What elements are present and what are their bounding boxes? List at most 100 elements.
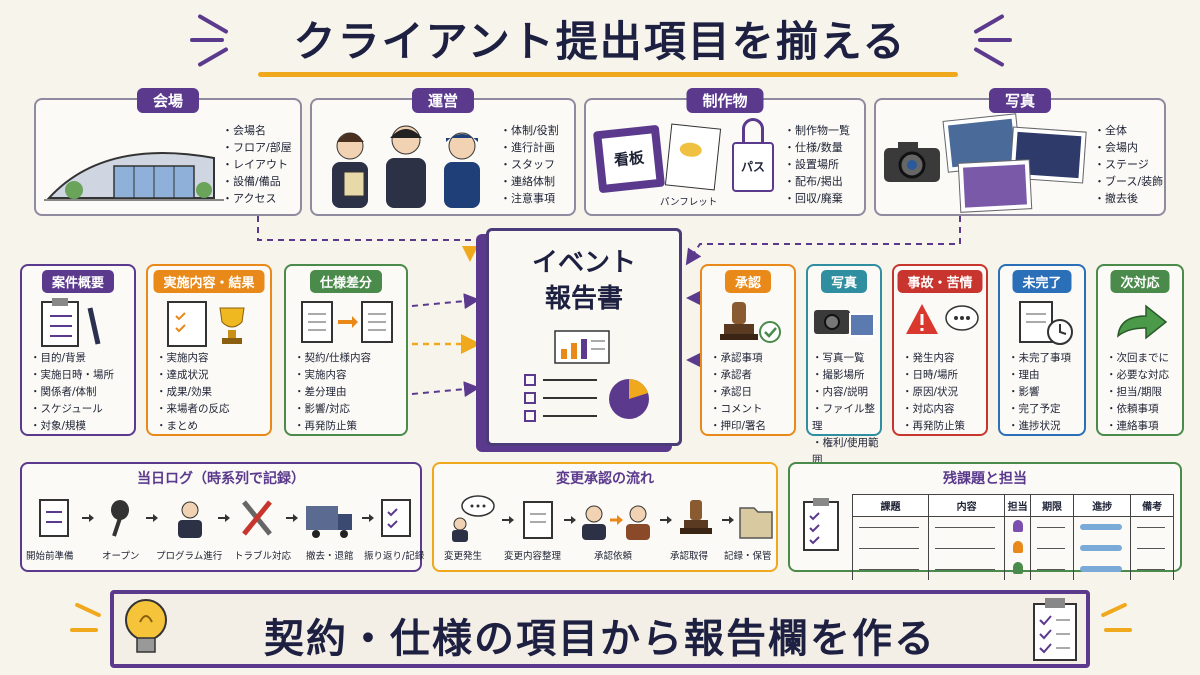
log-step: トラブル対応 — [234, 551, 292, 562]
pamphlet-label: パンフレット — [660, 197, 718, 208]
book-title-line1: イベント — [531, 248, 636, 278]
card-item: 達成状況 — [156, 367, 230, 384]
card-item: 目的/背景 — [30, 350, 114, 367]
day-log-box: 当日ログ（時系列で記録） 開始前準備 オープン プログラム進行 トラブル対応 撤… — [20, 462, 425, 572]
card-item: 対象/規模 — [30, 418, 114, 435]
card-label: 事故・苦情 — [897, 270, 983, 293]
clipboard-pen-icon — [41, 298, 101, 347]
spark-right-2 — [978, 38, 1012, 42]
card-item: 撮影場所 — [812, 367, 880, 384]
card-incidents: 事故・苦情 発生内容 日時/場所 原因/状況 対応内容 再発防止策 — [892, 264, 988, 436]
document-compare-icon — [301, 301, 393, 343]
book-title: イベント 報告書 — [489, 245, 679, 317]
card-item: 日時/場所 — [902, 367, 965, 384]
log-step: 振り返り/記録 — [364, 551, 425, 562]
photos-label: 写真 — [988, 88, 1052, 113]
card-incomplete: 未完了 未完了事項 理由 影響 完了予定 進捗状況 — [998, 264, 1086, 436]
photos-item: ブース/装飾 — [1094, 173, 1163, 190]
banner-spark — [1104, 628, 1132, 632]
bottom-banner: 契約・仕様の項目から報告欄を作る — [110, 590, 1090, 668]
clipboard-clock-icon — [1019, 301, 1073, 345]
warning-chat-icon — [906, 304, 979, 334]
card-approval: 承認 承認事項 承認者 承認日 コメント 押印/署名 — [700, 264, 796, 436]
table-header: 内容 — [928, 494, 1006, 517]
card-item: 写真一覧 — [812, 350, 880, 367]
card-item: 連絡事項 — [1106, 418, 1169, 435]
card-results: 実施内容・結果 実施内容 達成状況 成果/効果 来場者の反応 まとめ — [146, 264, 272, 436]
change-approval-title: 変更承認の流れ — [556, 471, 654, 487]
change-step: 変更発生 — [444, 551, 483, 562]
page-title: クライアント提出項目を揃える — [293, 17, 907, 66]
pass-icon: パス — [732, 142, 774, 192]
venue-item: 設備/備品 — [222, 173, 292, 190]
card-item: 次回までに — [1106, 350, 1170, 367]
table-header: 備考 — [1130, 494, 1174, 517]
productions-item: 仕様/数量 — [784, 139, 850, 156]
productions-item: 設置場所 — [784, 156, 850, 173]
forward-arrow-icon — [1117, 304, 1168, 340]
staff-people-icon — [332, 125, 480, 208]
photos-section: 写真 全体 会場内 ステージ ブース/装飾 撤去後 — [874, 88, 1166, 216]
checklist-icon — [1033, 598, 1077, 661]
card-item: 実施日時・場所 — [30, 367, 115, 384]
card-label: 次対応 — [1110, 270, 1170, 293]
venue-item: 会場名 — [222, 122, 292, 139]
productions-section: 制作物 看板 パンフレット パス 制作物一覧 仕様/数量 設置場所 配布/掲出 … — [584, 88, 866, 216]
venue-building-icon — [44, 152, 224, 201]
photos-item: 会場内 — [1094, 139, 1163, 156]
camera-icon — [884, 142, 940, 182]
table-header: 進捗 — [1072, 494, 1132, 517]
card-item: 内容/説明 — [812, 384, 880, 401]
card-item: 再発防止策 — [294, 418, 371, 435]
camera-photo-icon — [814, 310, 875, 337]
venue-item: アクセス — [222, 190, 292, 207]
change-step: 変更内容整理 — [504, 551, 562, 562]
clipboard-trophy-icon — [167, 301, 245, 347]
card-item: 承認事項 — [710, 350, 766, 367]
productions-item: 制作物一覧 — [784, 122, 850, 139]
log-step: 開始前準備 — [26, 551, 74, 562]
banner-text: 契約・仕様の項目から報告欄を作る — [264, 616, 936, 662]
book-title-line2: 報告書 — [544, 284, 623, 314]
photos-item: 撤去後 — [1094, 190, 1163, 207]
card-item: 関係者/体制 — [30, 384, 114, 401]
lanyard-icon — [742, 118, 764, 144]
title-underline — [258, 72, 958, 77]
card-item: 実施内容 — [156, 350, 230, 367]
operations-item: 連絡体制 — [500, 173, 559, 190]
card-label: 実施内容・結果 — [153, 270, 265, 293]
venue-label: 会場 — [136, 88, 200, 113]
operations-item: 注意事項 — [500, 190, 559, 207]
productions-item: 配布/掲出 — [784, 173, 850, 190]
table-header: 課題 — [851, 494, 930, 517]
table-header: 期限 — [1030, 494, 1074, 517]
card-item: 承認日 — [710, 384, 766, 401]
card-item: 押印/署名 — [710, 418, 767, 435]
card-label: 仕様差分 — [309, 270, 383, 293]
card-item: コメント — [710, 401, 766, 418]
card-label: 未完了 — [1012, 270, 1072, 293]
card-spec-diff: 仕様差分 契約/仕様内容 実施内容 差分理由 影響/対応 再発防止策 — [284, 264, 408, 436]
change-step: 承認取得 — [670, 551, 709, 562]
change-approval-box: 変更承認の流れ 変更発生 変更内容整理 承認依頼 承認取得 記録・保管 — [432, 462, 778, 572]
stamp-check-icon — [720, 302, 781, 343]
card-item: 承認者 — [710, 367, 766, 384]
table-row — [851, 537, 1174, 559]
change-step: 記録・保管 — [724, 551, 772, 562]
operations-label: 運営 — [411, 88, 475, 113]
table-row — [851, 516, 1174, 538]
card-item: 契約/仕様内容 — [294, 350, 372, 367]
report-chart-icon — [524, 330, 649, 422]
card-item: 依頼事項 — [1106, 401, 1169, 418]
card-item: 進捗状況 — [1008, 418, 1071, 435]
card-item: ファイル整理 — [812, 401, 880, 435]
card-item: スケジュール — [30, 401, 114, 418]
card-item: 影響/対応 — [294, 401, 371, 418]
card-item: まとめ — [156, 418, 230, 435]
card-item: 実施内容 — [294, 367, 371, 384]
card-item: 権利/使用範囲 — [812, 435, 880, 469]
log-step: 撤去・退館 — [306, 551, 354, 562]
change-flow-icons — [452, 495, 773, 542]
spark-left-2 — [190, 38, 224, 42]
